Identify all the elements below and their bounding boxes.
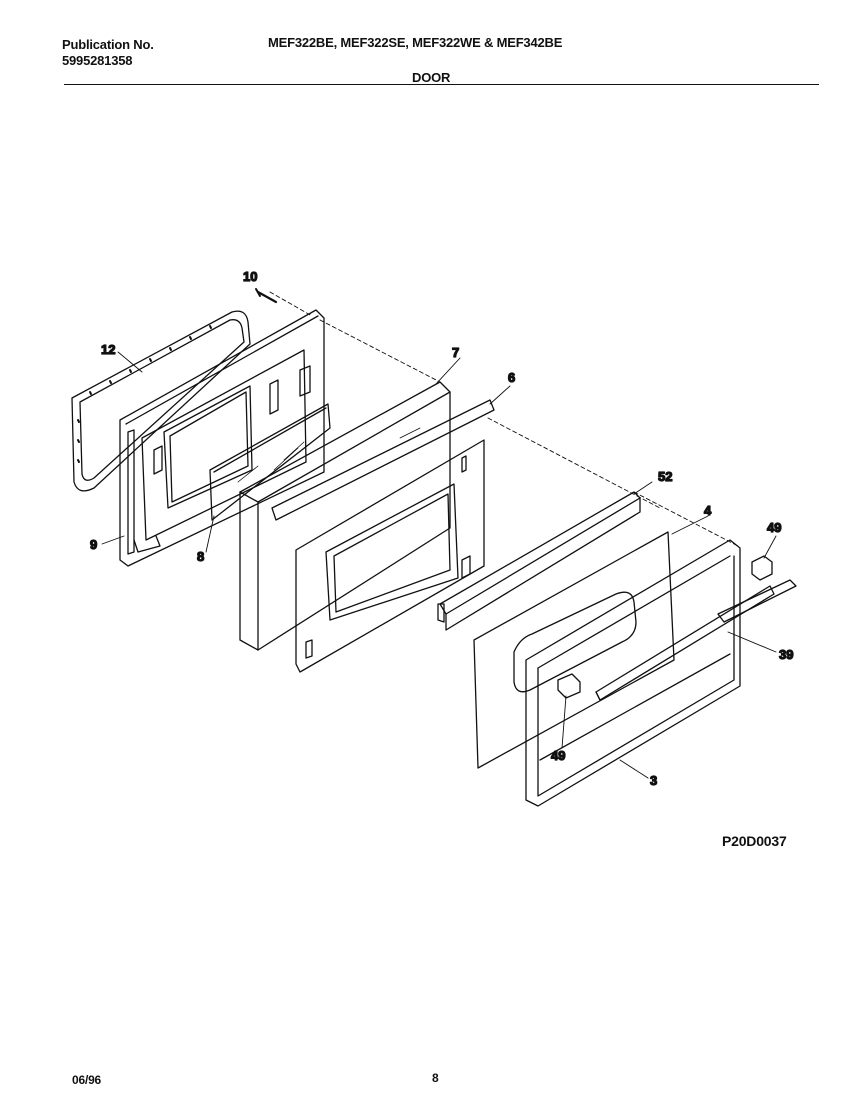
door-frame-part [271,399,495,673]
outer-frame-part [525,539,775,807]
publication-label: Publication No. [62,37,154,52]
callout-4: 4 [704,503,712,518]
page-number: 8 [432,1071,439,1085]
callout-39: 39 [779,647,793,662]
screw-part [255,288,278,304]
trim-bar-part [717,579,797,623]
insulation-part [239,381,451,651]
publication-number: 5995281358 [62,53,133,68]
clip-part-lower [557,673,581,699]
header-rule [64,84,819,85]
callout-6: 6 [508,370,515,385]
callout-7: 7 [452,345,459,360]
clip-part-upper [751,555,773,581]
alignment-lines [269,291,739,547]
callout-10: 10 [243,269,257,284]
callout-9: 9 [90,537,97,552]
handle-strip-part [437,491,641,631]
inner-door-liner-part [119,309,325,567]
section-title: DOOR [412,70,451,85]
callout-49-upper: 49 [767,520,781,535]
model-numbers: MEF322BE, MEF322SE, MEF322WE & MEF342BE [268,35,563,50]
window-glass-part [209,403,331,521]
callout-49-lower: 49 [551,748,565,763]
gasket-part [71,310,251,492]
footer-date: 06/96 [72,1073,102,1087]
outer-glass-part [473,531,675,769]
leader-lines [101,351,777,779]
callout-8: 8 [197,549,204,564]
diagram-code: P20D0037 [722,833,787,849]
callout-12: 12 [101,342,115,357]
callout-3: 3 [650,773,657,788]
callout-52: 52 [658,469,672,484]
